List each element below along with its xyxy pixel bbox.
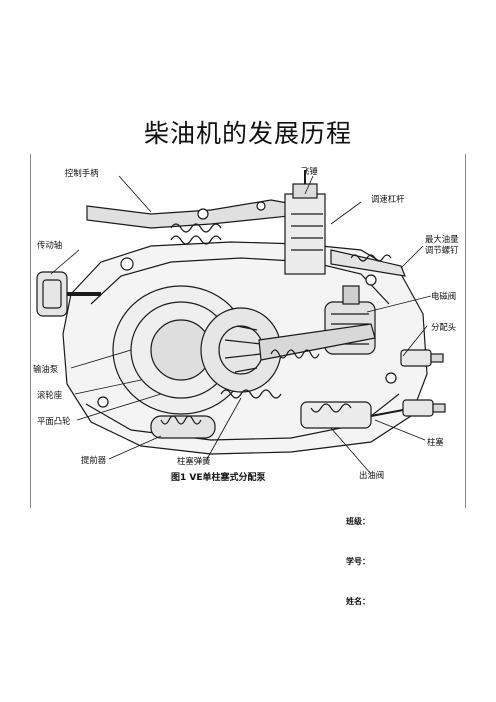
label-max-fuel-screw-line1: 最大油量 [425, 234, 459, 244]
figure-caption: 图1 VE单柱塞式分配泵 [171, 471, 267, 483]
label-drive-shaft: 传动轴 [37, 240, 62, 250]
pump-line-art [36, 170, 446, 455]
leader-lines [50, 175, 432, 475]
label-solenoid-valve: 电磁阀 [431, 291, 456, 301]
label-plunger: 柱塞 [427, 437, 444, 447]
label-feed-pump: 输油泵 [33, 364, 59, 374]
label-control-handle: 控制手柄 [65, 168, 99, 178]
label-max-fuel-screw-line2: 调节螺钉 [425, 245, 459, 255]
label-cam-plate: 平面凸轮 [37, 416, 71, 426]
page-title: 柴油机的发展历程 [143, 119, 352, 148]
label-advance-device: 提前器 [81, 455, 107, 465]
label-roller-seat: 滚轮座 [37, 390, 62, 400]
name-field-label: 姓名： [346, 597, 370, 606]
label-delivery-valve: 出油阀 [359, 470, 384, 480]
label-plunger-spring: 柱塞弹簧 [177, 456, 211, 466]
label-distributor-head: 分配头 [431, 322, 456, 332]
pump-cutaway-drawing: 控制手柄 飞锤 调速杠杆 传动轴 最大油量 调节螺钉 电磁阀 分配头 输油泵 滚… [33, 166, 459, 483]
label-flyweight: 飞锤 [301, 166, 318, 176]
pump-diagram-figure: 控制手柄 飞锤 调速杠杆 传动轴 最大油量 调节螺钉 电磁阀 分配头 输油泵 滚… [30, 154, 466, 508]
class-field-label: 班级： [346, 517, 370, 526]
label-governor-lever: 调速杠杆 [371, 194, 405, 204]
student-id-field-label: 学号： [346, 557, 370, 566]
